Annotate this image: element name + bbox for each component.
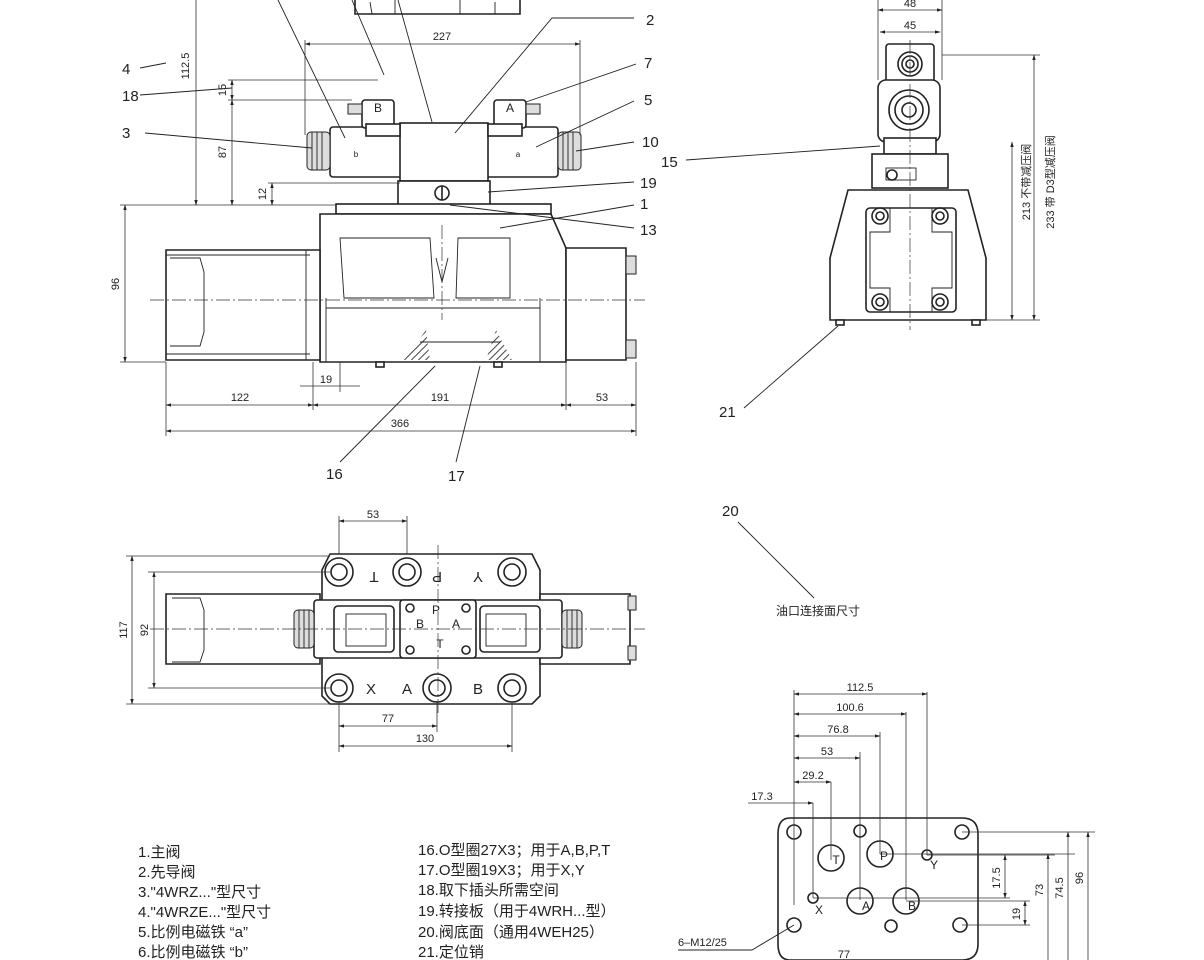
legend-item-19: 19.转接板（用于4WRH...型） [418, 902, 616, 920]
pattern-dim-53: 53 [821, 746, 833, 758]
legend-item-6: 6.比例电磁铁 “b” [138, 944, 248, 960]
pattern-port-b: B [908, 899, 916, 913]
dim-117: 117 [118, 621, 130, 639]
pilot-port-a: A [452, 617, 460, 631]
connector-a-label: A [506, 101, 514, 115]
pattern-thread-spec: 6–M12/25 [678, 937, 727, 949]
pattern-dim-19: 19 [1011, 908, 1023, 920]
dim-227: 227 [433, 31, 451, 43]
dim-213: 213 不带减压阀 [1019, 144, 1033, 220]
pattern-dim-100-6: 100.6 [836, 702, 864, 714]
pattern-dim-77: 77 [838, 949, 850, 960]
dim-12: 12 [257, 188, 269, 200]
pilot-port-p: P [432, 603, 440, 617]
balloon-2: 2 [646, 12, 654, 29]
pattern-dim-112-5: 112.5 [847, 682, 874, 694]
dim-130: 130 [416, 733, 434, 745]
pattern-dim-73: 73 [1034, 884, 1046, 896]
balloon-3: 3 [122, 125, 130, 142]
balloon-19: 19 [640, 175, 657, 192]
balloon-13: 13 [640, 222, 657, 239]
legend-right: 16.O型圈27X3；用于A,B,P,T 17.O型圈19X3；用于X,Y 18… [418, 842, 616, 960]
dim-top-53: 53 [367, 509, 379, 521]
balloon-1: 1 [640, 196, 648, 213]
balloon-18: 18 [122, 88, 139, 105]
dim-112-5: 112.5 [180, 53, 192, 80]
top-port-x: X [366, 681, 376, 698]
balloon-21: 21 [719, 404, 736, 421]
top-port-a: A [402, 681, 412, 698]
pattern-dim-96: 96 [1074, 872, 1086, 884]
dim-15: 15 [217, 84, 229, 96]
balloon-20: 20 [722, 503, 739, 520]
dim-366: 366 [391, 418, 409, 430]
side-view: 48 45 233 带 D3型减压阀 213 不带减压阀 15 [661, 0, 1057, 421]
dim-96-front: 96 [110, 278, 122, 290]
legend-item-1: 1.主阀 [138, 844, 181, 861]
solenoid-b-label: b [354, 150, 359, 159]
pattern-port-t: T [832, 853, 840, 867]
mounting-title: 油口连接面尺寸 [776, 603, 860, 618]
connector-b-label: B [374, 101, 382, 115]
top-port-t: T [369, 568, 378, 585]
pattern-dim-29-2: 29.2 [802, 770, 823, 782]
legend-item-21: 21.定位销 [418, 944, 484, 960]
dim-92: 92 [139, 624, 151, 636]
legend-left: 1.主阀 2.先导阀 3."4WRZ..."型尺寸 4."4WRZE..."型尺… [138, 844, 271, 960]
legend-item-4: 4."4WRZE..."型尺寸 [138, 904, 271, 921]
dim-19: 19 [320, 374, 332, 386]
legend-item-20: 20.阀底面（通用4WEH25） [418, 924, 604, 941]
top-port-p: P [432, 568, 442, 585]
main-valve-body [319, 213, 567, 363]
balloon-10: 10 [642, 134, 659, 151]
pattern-dim-17-3: 17.3 [751, 791, 772, 803]
pattern-dim-76-8: 76.8 [827, 724, 848, 736]
balloon-16: 16 [326, 466, 343, 483]
mounting-pattern: 20 油口连接面尺寸 T P Y X A B 112.5 100.6 76. [678, 503, 1095, 960]
pattern-port-y: Y [930, 858, 938, 872]
balloon-17: 17 [448, 468, 465, 485]
dim-87: 87 [217, 146, 229, 158]
dim-77: 77 [382, 713, 394, 725]
dim-191: 191 [431, 392, 449, 404]
balloon-15: 15 [661, 154, 678, 171]
pilot-port-b: B [416, 617, 424, 631]
pilot-port-t: T [436, 637, 444, 651]
legend-item-2: 2.先导阀 [138, 864, 196, 881]
legend-item-3: 3."4WRZ..."型尺寸 [138, 884, 261, 901]
legend-item-16: 16.O型圈27X3；用于A,B,P,T [418, 842, 610, 859]
dim-122: 122 [231, 392, 249, 404]
dim-53: 53 [596, 392, 608, 404]
solenoid-a-label: a [516, 150, 521, 159]
pattern-port-x: X [815, 903, 823, 917]
pattern-port-p: P [880, 849, 888, 863]
balloon-5: 5 [644, 92, 652, 109]
balloon-4: 4 [122, 61, 130, 78]
top-port-b: B [473, 681, 483, 698]
dim-233: 233 带 D3型减压阀 [1043, 135, 1057, 229]
adapter-plate [397, 180, 491, 206]
balloon-7: 7 [644, 55, 652, 72]
front-view: B A b a 227 112.5 [110, 0, 659, 485]
top-view: 53 T P Y X A B P B A T [118, 509, 645, 752]
legend-item-18: 18.取下插头所需空间 [418, 882, 559, 899]
pattern-dim-74-5: 74.5 [1054, 877, 1066, 898]
legend-item-5: 5.比例电磁铁 “a” [138, 924, 248, 941]
pilot-valve-body [399, 122, 489, 182]
pattern-port-a: A [862, 899, 870, 913]
top-port-y: Y [473, 568, 483, 585]
dim-48: 48 [904, 0, 916, 10]
legend-item-17: 17.O型圈19X3；用于X,Y [418, 862, 585, 879]
pattern-dim-17-5: 17.5 [991, 867, 1003, 888]
dim-45: 45 [904, 20, 916, 32]
